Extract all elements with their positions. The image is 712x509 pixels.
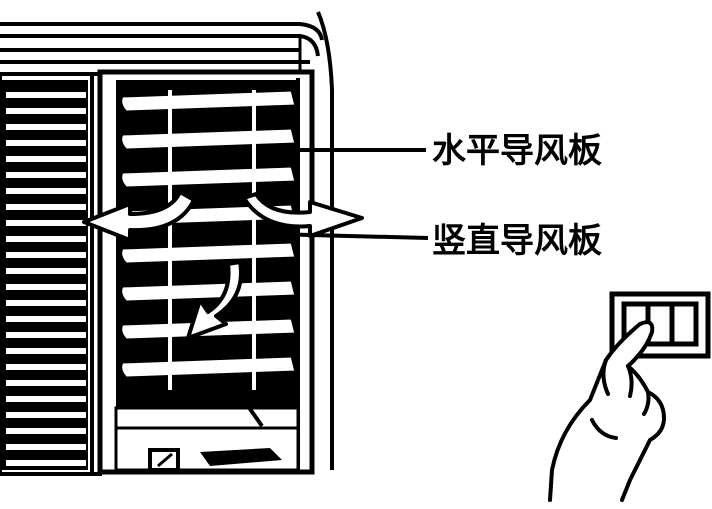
grille-slot	[6, 332, 86, 338]
grille-slot	[6, 188, 86, 194]
vertical-louver-label: 竖直导风板	[432, 221, 602, 261]
vertical-louver-posts	[168, 90, 256, 390]
grille-slot	[6, 444, 86, 450]
grille-slot	[6, 412, 86, 418]
grille-slot	[6, 300, 86, 306]
grille-slot	[6, 396, 86, 402]
grille-slot	[6, 92, 86, 98]
grille-slot	[6, 124, 86, 130]
grille-slot	[6, 380, 86, 386]
grille-slot	[6, 204, 86, 210]
grille-slot	[6, 428, 86, 434]
grille-slot	[6, 220, 86, 226]
grille-slot	[6, 236, 86, 242]
intake-grille	[0, 72, 102, 476]
grille-slot	[6, 172, 86, 178]
grille-slot	[6, 268, 86, 274]
control-panel	[114, 390, 300, 472]
label-leader-lines	[271, 148, 429, 240]
curved-arrow-icon	[82, 190, 364, 340]
pointing-hand-icon	[548, 320, 666, 502]
grille-slot	[6, 108, 86, 114]
unit-top-casing	[0, 11, 334, 470]
grille-slot	[6, 348, 86, 354]
grille-slot	[6, 252, 86, 258]
grille-slot	[6, 284, 86, 290]
grille-slot	[6, 364, 86, 370]
grille-slot	[6, 140, 86, 146]
panel-indicator	[200, 448, 282, 466]
grille-slot	[6, 156, 86, 162]
grille-slot	[6, 316, 86, 322]
grille-slot	[6, 460, 86, 466]
horizontal-louver-label: 水平导风板	[432, 131, 602, 171]
